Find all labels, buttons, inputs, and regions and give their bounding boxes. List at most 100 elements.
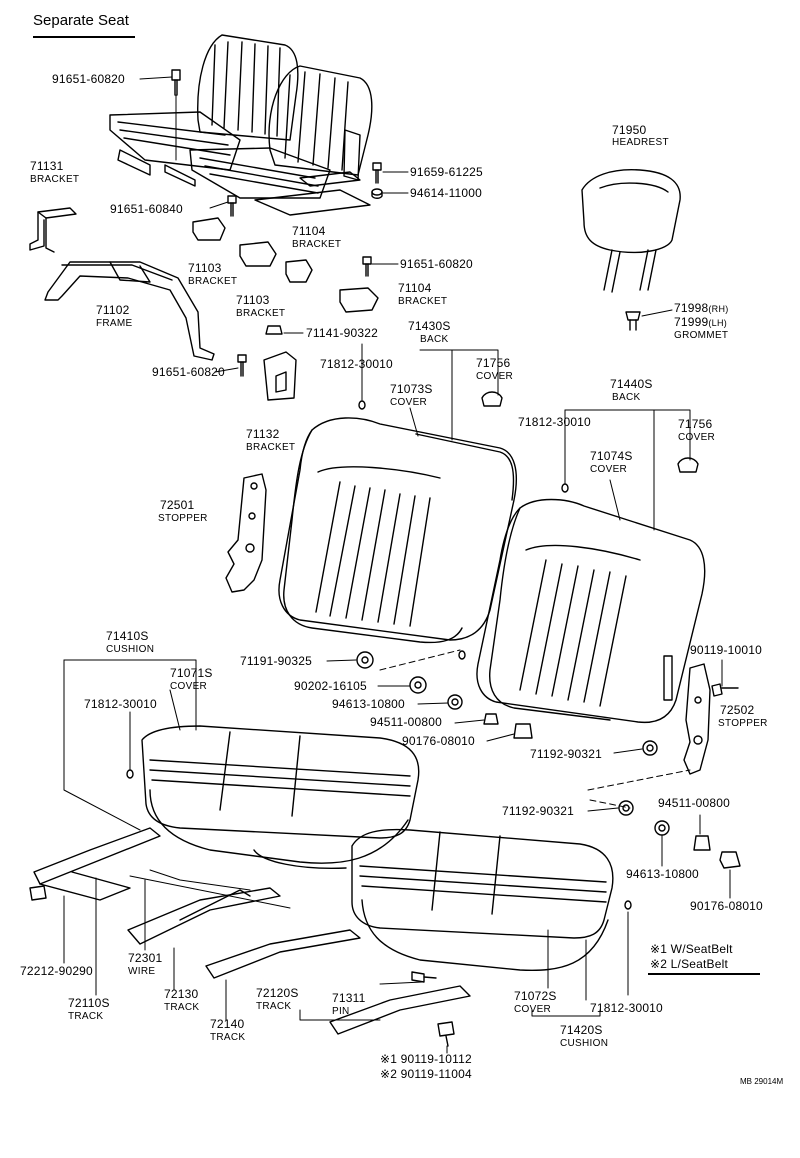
- label-90202-16105: 90202-16105: [294, 679, 367, 693]
- label-71104-b: 71104: [398, 281, 432, 295]
- label-71440S: 71440S: [610, 377, 653, 391]
- label-71311-name: PIN: [332, 1006, 350, 1017]
- label-91659-61225: 91659-61225: [410, 165, 483, 179]
- label-71072S-name: COVER: [514, 1004, 552, 1015]
- label-71073S-name: COVER: [390, 397, 428, 408]
- hardware-washers: [126, 650, 741, 910]
- label-94511-00800-b: 94511-00800: [658, 796, 731, 810]
- seatback-71430S: [278, 417, 517, 644]
- headrest-71950: [581, 168, 681, 331]
- label-71998: 71998(RH): [674, 301, 729, 315]
- tracks: [29, 827, 471, 1047]
- label-94511-00800-a: 94511-00800: [370, 715, 443, 729]
- label-71812-30010-c: 71812-30010: [84, 697, 157, 711]
- label-71756-b-name: COVER: [678, 432, 716, 443]
- cushion-71410S: [141, 725, 420, 870]
- label-71410S: 71410S: [106, 629, 149, 643]
- label-72120S: 72120S: [256, 986, 299, 1000]
- stopper-72502: [683, 663, 711, 775]
- label-71812-30010-a: 71812-30010: [320, 357, 393, 371]
- label-94613-10800-b: 94613-10800: [626, 867, 699, 881]
- label-72502-name: STOPPER: [718, 718, 768, 729]
- label-71440S-name: BACK: [612, 392, 641, 403]
- label-90119-10112: ※1 90119-10112: [380, 1052, 472, 1066]
- label-71103-b-name: BRACKET: [236, 308, 286, 319]
- label-72212-90290: 72212-90290: [20, 964, 93, 978]
- label-72110S-name: TRACK: [68, 1011, 104, 1022]
- legend-seatbelt-2: ※2 L/SeatBelt: [650, 957, 729, 971]
- label-71756-a-name: COVER: [476, 371, 514, 382]
- label-71756-b: 71756: [678, 417, 713, 431]
- label-71103-b: 71103: [236, 293, 270, 307]
- label-71073S: 71073S: [390, 382, 433, 396]
- label-71102-name: FRAME: [96, 318, 133, 329]
- label-71074S-name: COVER: [590, 464, 628, 475]
- label-72501: 72501: [160, 498, 195, 512]
- label-71132: 71132: [246, 427, 280, 441]
- legend-underline: [648, 973, 760, 975]
- label-71311: 71311: [332, 991, 366, 1005]
- label-72301: 72301: [128, 951, 163, 965]
- label-71131: 71131: [30, 159, 64, 173]
- label-71103-a: 71103: [188, 261, 222, 275]
- frame-71102: [44, 261, 215, 361]
- label-91651-60820-a: 91651-60820: [52, 72, 125, 86]
- label-71950: 71950: [612, 123, 647, 137]
- label-72501-name: STOPPER: [158, 513, 208, 524]
- label-91651-60820-c: 91651-60820: [152, 365, 225, 379]
- label-71430S: 71430S: [408, 319, 451, 333]
- label-72110S: 72110S: [68, 996, 110, 1010]
- diagram-code: MB 29014M: [740, 1077, 784, 1086]
- label-71072S: 71072S: [514, 989, 557, 1003]
- label-72502: 72502: [720, 703, 755, 717]
- label-71999: 71999(LH): [674, 315, 728, 329]
- label-71950-name: HEADREST: [612, 137, 669, 148]
- covers-71756: [358, 391, 699, 493]
- label-72130-name: TRACK: [164, 1002, 200, 1013]
- label-71192-90321-b: 71192-90321: [502, 804, 575, 818]
- label-71756-a: 71756: [476, 356, 511, 370]
- label-72140-name: TRACK: [210, 1032, 246, 1043]
- stopper-72501: [225, 473, 267, 593]
- brackets-71103-71104: [192, 217, 379, 313]
- label-72140: 72140: [210, 1017, 245, 1031]
- label-90119-10010: 90119-10010: [690, 643, 763, 657]
- label-71420S-name: CUSHION: [560, 1038, 609, 1049]
- bolts-top: [227, 162, 383, 377]
- label-90119-11004: ※2 90119-11004: [380, 1067, 472, 1081]
- bracket-71131: [29, 207, 77, 253]
- label-71430S-name: BACK: [420, 334, 449, 345]
- label-71104-a-name: BRACKET: [292, 239, 342, 250]
- label-72120S-name: TRACK: [256, 1001, 292, 1012]
- label-71812-30010-d: 71812-30010: [590, 1001, 663, 1015]
- label-90176-08010-a: 90176-08010: [402, 734, 475, 748]
- label-94614-11000: 94614-11000: [410, 186, 483, 200]
- label-71191-90325: 71191-90325: [240, 654, 313, 668]
- bracket-71132: [263, 351, 297, 401]
- label-71074S: 71074S: [590, 449, 633, 463]
- label-72301-name: WIRE: [128, 966, 156, 977]
- label-71410S-name: CUSHION: [106, 644, 155, 655]
- label-71420S: 71420S: [560, 1023, 603, 1037]
- title-underline: [33, 36, 135, 38]
- cushion-71420S: [351, 828, 614, 972]
- seat-assembly-overview: [109, 34, 373, 216]
- seatback-71440S: [476, 498, 706, 724]
- label-71103-a-name: BRACKET: [188, 276, 238, 287]
- label-91651-60820-b: 91651-60820: [400, 257, 473, 271]
- diagram-title: Separate Seat: [33, 12, 129, 29]
- label-71999-name: GROMMET: [674, 330, 729, 341]
- label-71102: 71102: [96, 303, 130, 317]
- legend-seatbelt-1: ※1 W/SeatBelt: [650, 942, 733, 956]
- label-71104-a: 71104: [292, 224, 326, 238]
- label-71071S-name: COVER: [170, 681, 208, 692]
- label-71812-30010-b: 71812-30010: [518, 415, 591, 429]
- label-94613-10800-a: 94613-10800: [332, 697, 405, 711]
- leader-lines: [63, 76, 731, 1054]
- label-71071S: 71071S: [170, 666, 213, 680]
- label-71132-name: BRACKET: [246, 442, 296, 453]
- label-71104-b-name: BRACKET: [398, 296, 448, 307]
- label-91651-60840: 91651-60840: [110, 202, 183, 216]
